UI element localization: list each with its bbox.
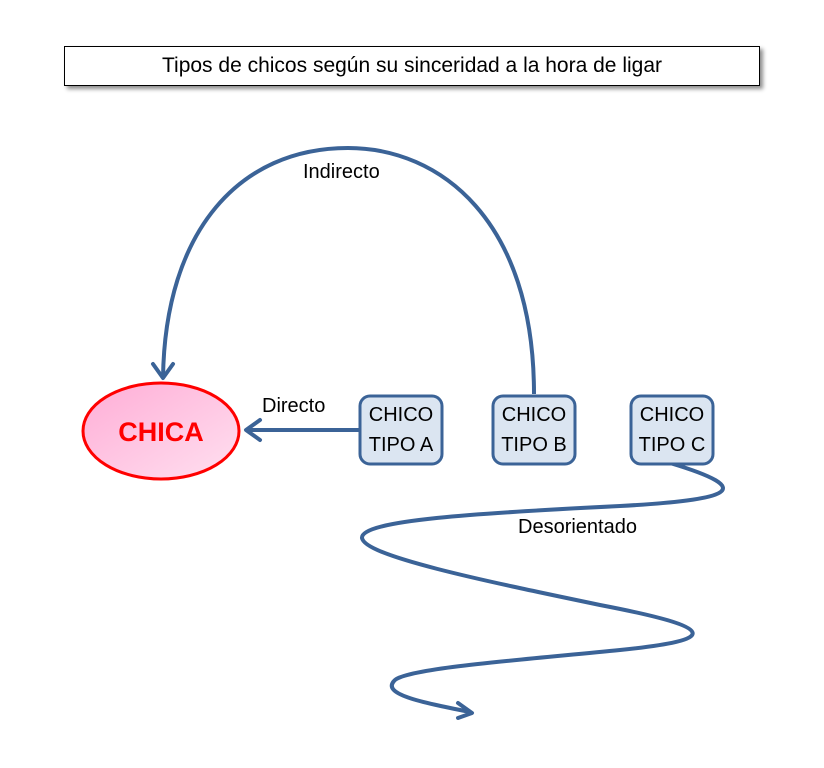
directo-label: Directo — [262, 395, 326, 417]
desorientado-label: Desorientado — [518, 516, 637, 538]
diagram-title-text: Tipos de chicos según su sinceridad a la… — [161, 54, 662, 77]
directo-arrowhead — [244, 418, 262, 442]
chico-tipo-a-line2: TIPO A — [368, 434, 434, 456]
desorientado-arrowhead — [456, 701, 474, 720]
chico-tipo-b-label: CHICO TIPO B — [493, 396, 575, 464]
chico-tipo-c-label: CHICO TIPO C — [631, 396, 713, 464]
chico-tipo-b-node — [491, 394, 577, 466]
indirecto-arrowhead — [151, 362, 175, 380]
chica-node — [81, 381, 241, 481]
chica-label: CHICA — [118, 416, 204, 447]
chico-tipo-b-line2: TIPO B — [501, 434, 567, 456]
chico-tipo-b-line1: CHICO — [501, 404, 567, 426]
chico-tipo-a-label: CHICO TIPO A — [360, 396, 442, 464]
chico-tipo-a-node — [358, 394, 444, 466]
chico-tipo-a-line1: CHICO — [368, 404, 434, 426]
indirecto-connector — [161, 145, 536, 395]
chico-tipo-c-node — [629, 394, 715, 466]
diagram-title: Tipos de chicos según su sinceridad a la… — [64, 46, 760, 86]
desorientado-connector — [360, 461, 725, 714]
chico-tipo-c-line2: TIPO C — [638, 434, 706, 456]
chico-tipo-c-line1: CHICO — [639, 404, 705, 426]
indirecto-label: Indirecto — [303, 161, 380, 183]
